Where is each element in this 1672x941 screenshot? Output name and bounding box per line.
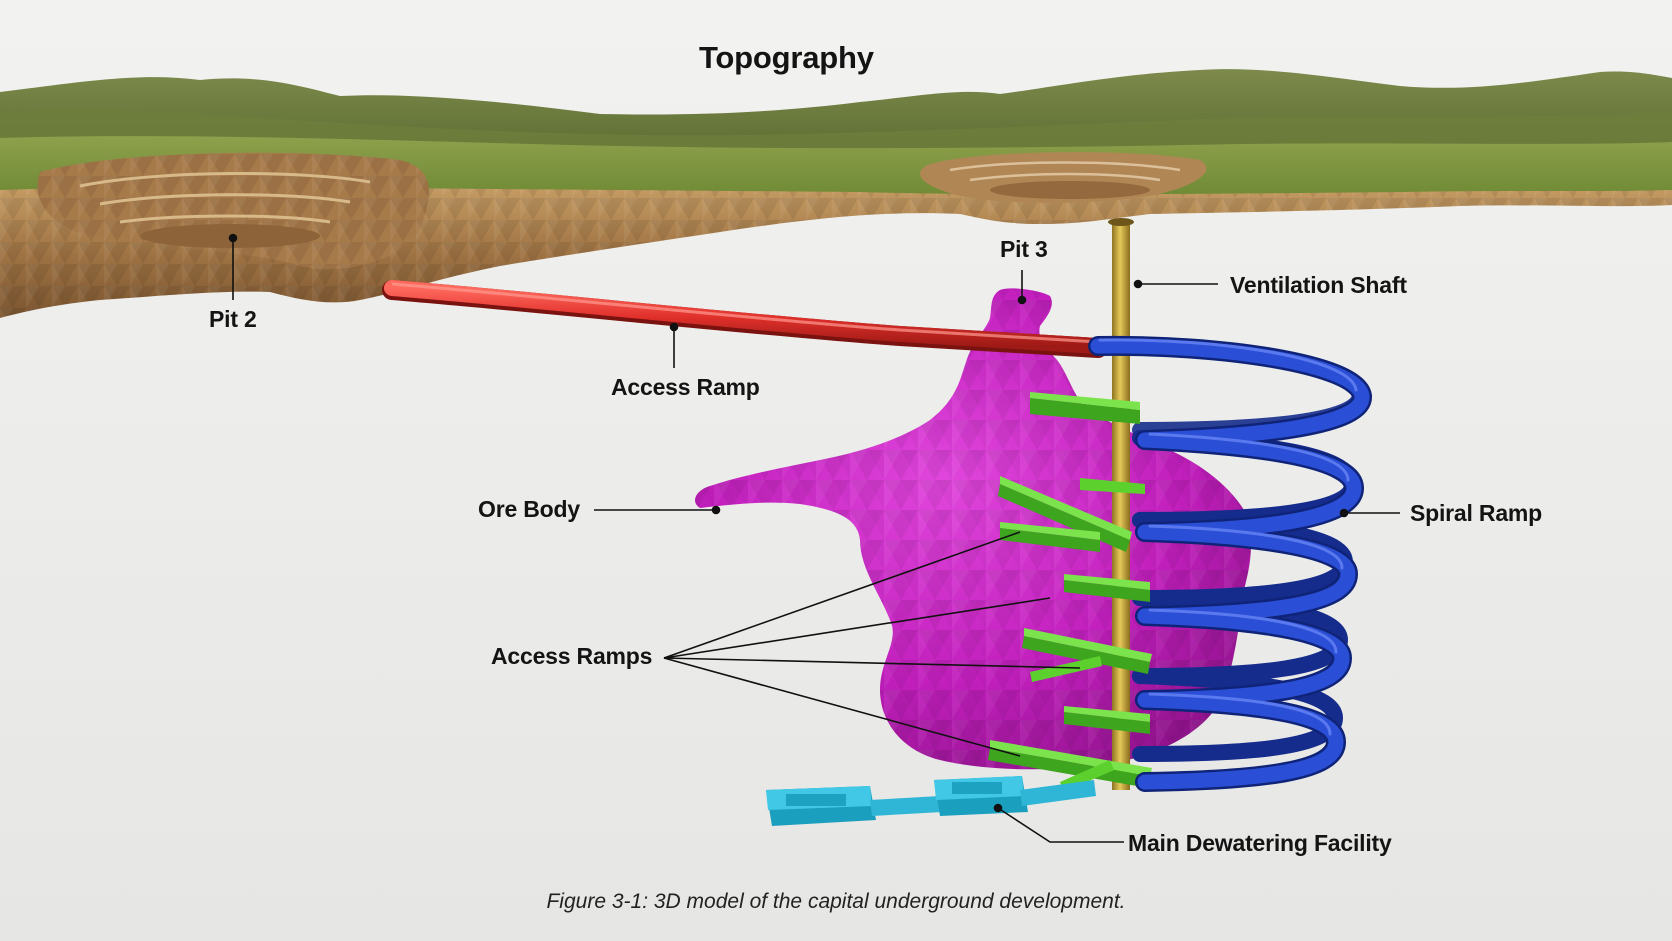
label-ventilation-shaft: Ventilation Shaft: [1230, 272, 1407, 298]
label-access-ramps: Access Ramps: [491, 643, 653, 669]
figure-caption: Figure 3-1: 3D model of the capital unde…: [546, 890, 1126, 913]
figure-title: Topography: [699, 40, 874, 75]
leader-access-ramps: [663, 531, 1081, 757]
label-spiral-ramp: Spiral Ramp: [1410, 500, 1543, 526]
leader-dewatering: [997, 807, 1124, 843]
label-pit-3: Pit 3: [1000, 236, 1048, 262]
cross-cut-drifts: [988, 392, 1152, 792]
cross-cut-level-5: [1022, 628, 1152, 682]
cross-cut-level-3: [1000, 522, 1100, 552]
spiral-ramp-front: [1088, 335, 1372, 792]
main-dewatering-facility: [766, 776, 1096, 826]
pit-3-open-pit: [920, 152, 1207, 203]
label-pit-2: Pit 2: [209, 306, 257, 332]
label-main-dewatering-facility: Main Dewatering Facility: [1128, 830, 1392, 856]
label-ore-body: Ore Body: [478, 496, 580, 522]
pit-2-open-pit: [37, 152, 429, 270]
access-ramp-tube: [382, 280, 1108, 358]
cross-cut-level-4: [1064, 574, 1150, 602]
cross-cut-level-1: [1030, 392, 1140, 424]
leader-lines: [228, 233, 1400, 843]
cross-cut-level-6: [1064, 706, 1150, 734]
label-access-ramp: Access Ramp: [611, 374, 760, 400]
